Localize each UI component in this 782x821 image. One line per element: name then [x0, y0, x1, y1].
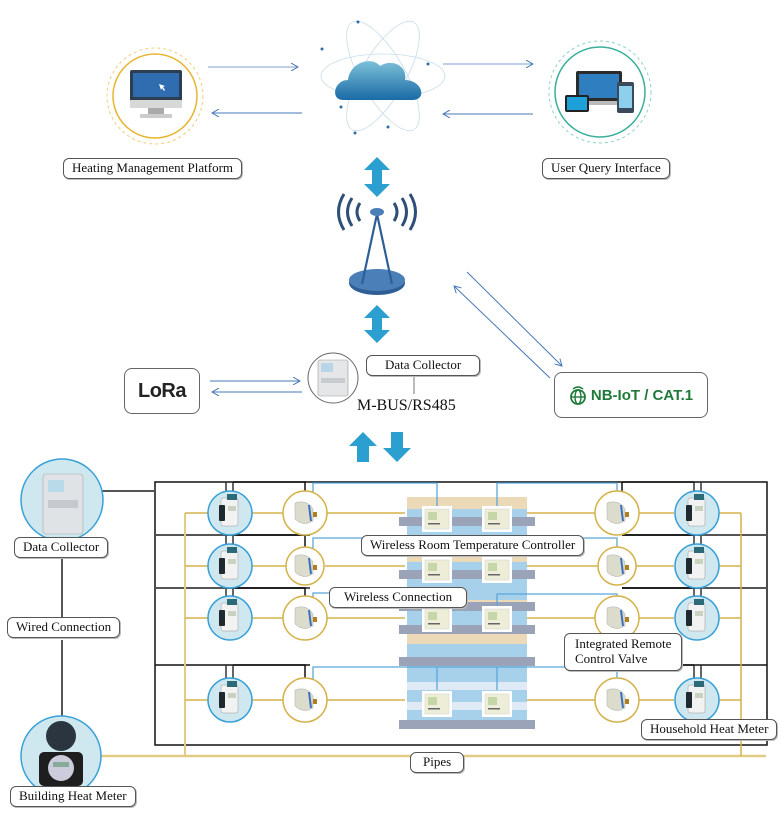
- lora-box[interactable]: LoRa: [124, 368, 200, 414]
- remote-control-valve-icon[interactable]: [285, 546, 325, 586]
- household-heat-meter-icon[interactable]: [674, 595, 720, 641]
- building-heat-meter-device[interactable]: [20, 715, 102, 797]
- cloud-icon: [335, 61, 422, 100]
- remote-control-valve-icon[interactable]: [594, 677, 640, 723]
- nbiot-label: NB-IoT / CAT.1: [590, 386, 694, 404]
- household-heat-meter-label: Household Heat Meter: [641, 719, 778, 740]
- cell-tower-icon[interactable]: [337, 193, 417, 295]
- thermostats: [422, 506, 512, 717]
- room-thermostat-icon[interactable]: [482, 691, 512, 717]
- household-heat-meter-icon[interactable]: [207, 490, 253, 536]
- user-query-label: User Query Interface: [542, 158, 670, 179]
- room-thermostat-icon[interactable]: [422, 506, 452, 532]
- building-collector-device[interactable]: [20, 458, 104, 542]
- cloud-node[interactable]: [320, 11, 446, 140]
- wireless-connection-label: Wireless Connection: [329, 587, 468, 608]
- multi-device-icon: [565, 71, 634, 113]
- remote-control-valve-icon[interactable]: [594, 490, 640, 536]
- household-heat-meter-icon[interactable]: [674, 543, 720, 589]
- room-thermostat-icon[interactable]: [422, 691, 452, 717]
- platform-cloud-arrows: [208, 67, 302, 113]
- apartment-building: [399, 497, 535, 729]
- building-heat-meter-label: Building Heat Meter: [10, 786, 136, 807]
- remote-control-valve-icon[interactable]: [282, 595, 328, 641]
- top-collector-label: Data Collector: [366, 355, 481, 376]
- cloud-user-arrows: [443, 64, 533, 114]
- lora-logo-icon: LoRa: [138, 379, 187, 402]
- wireless-room-temp-label: Wireless Room Temperature Controller: [361, 535, 585, 556]
- room-thermostat-icon[interactable]: [422, 557, 452, 583]
- room-thermostat-icon[interactable]: [482, 557, 512, 583]
- collector-device-icon[interactable]: [307, 352, 359, 404]
- household-heat-meter-icon[interactable]: [674, 490, 720, 536]
- remote-control-valve-icon[interactable]: [282, 490, 328, 536]
- remote-control-valve-icon[interactable]: [282, 677, 328, 723]
- room-thermostat-icon[interactable]: [482, 506, 512, 532]
- remote-valve-line1: Integrated Remote: [575, 636, 672, 651]
- heating-platform-node[interactable]: [106, 47, 204, 145]
- remote-control-valve-icon[interactable]: [597, 546, 637, 586]
- cloud-tower-double-arrow: [364, 157, 390, 197]
- protocol-label: M-BUS/RS485: [357, 397, 456, 414]
- remote-valve-line2: Control Valve: [575, 650, 648, 666]
- building-collector-label: Data Collector: [14, 537, 109, 558]
- room-thermostat-icon[interactable]: [422, 606, 452, 632]
- desktop-monitor-icon: [130, 70, 182, 118]
- wired-bus-network: [61, 481, 768, 746]
- bus-updown-arrows: [349, 432, 411, 462]
- household-heat-meter-icon[interactable]: [207, 595, 253, 641]
- tower-collector-double-arrow: [364, 305, 390, 343]
- wired-connection-label: Wired Connection: [7, 617, 121, 638]
- room-thermostat-icon[interactable]: [482, 606, 512, 632]
- pipes-label: Pipes: [410, 752, 465, 773]
- user-query-node[interactable]: [548, 40, 652, 144]
- household-heat-meter-icon[interactable]: [207, 677, 253, 723]
- household-heat-meter-icon[interactable]: [207, 543, 253, 589]
- lora-collector-arrows: [210, 381, 302, 392]
- tower-nbiot-arrows: [454, 271, 562, 379]
- heating-platform-label: Heating Management Platform: [63, 158, 243, 179]
- globe-wireless-icon: [569, 386, 586, 405]
- remote-valve-label: Integrated Remote Control Valve: [564, 633, 683, 671]
- nbiot-box[interactable]: NB-IoT / CAT.1: [554, 372, 708, 418]
- household-heat-meter-icon[interactable]: [674, 677, 720, 723]
